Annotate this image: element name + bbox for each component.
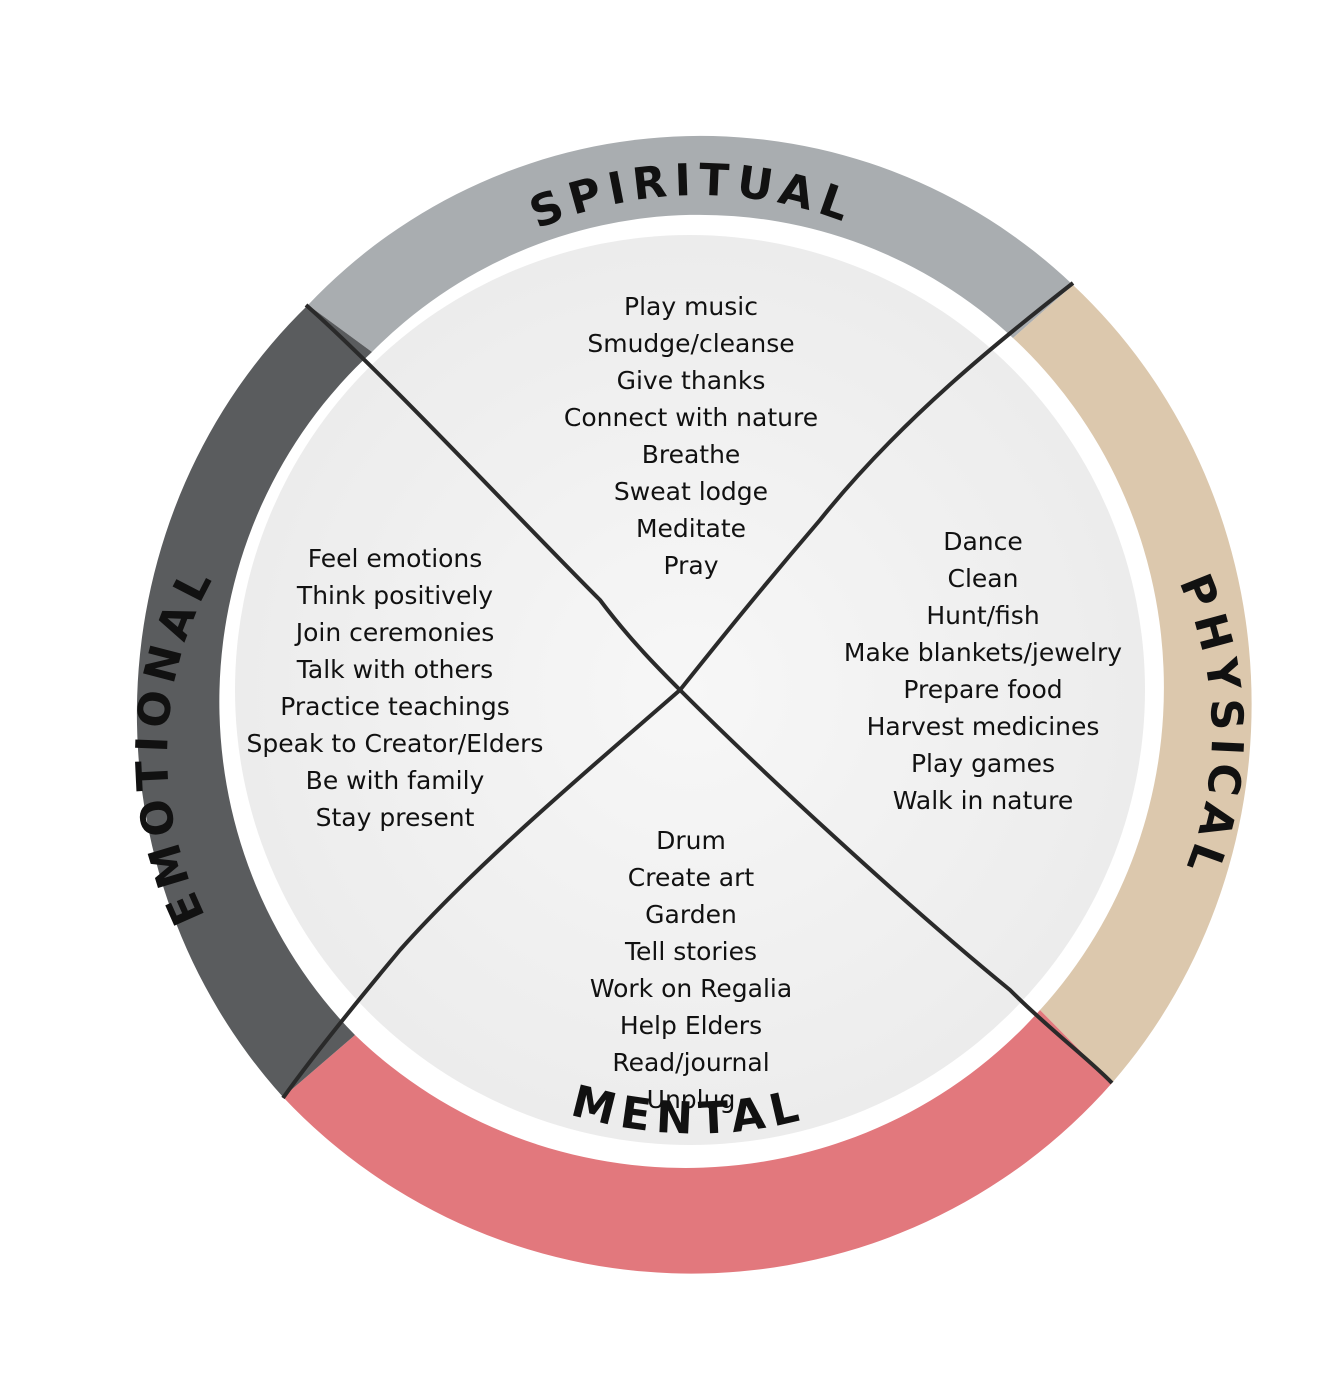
spiritual-activity: Pray xyxy=(663,551,719,580)
emotional-activity: Stay present xyxy=(315,803,475,832)
physical-activity: Clean xyxy=(947,564,1019,593)
emotional-activity: Join ceremonies xyxy=(295,618,495,647)
mental-activity: Read/journal xyxy=(612,1048,770,1077)
spiritual-activity: Smudge/cleanse xyxy=(587,329,795,358)
emotional-activity-list: Feel emotions Think positively Join cere… xyxy=(247,540,544,836)
emotional-activity: Practice teachings xyxy=(280,692,510,721)
emotional-ring-segment xyxy=(136,305,372,1097)
inner-circle xyxy=(235,235,1145,1145)
mental-activity: Drum xyxy=(656,826,726,855)
spiritual-activity: Breathe xyxy=(641,440,741,469)
physical-activity: Walk in nature xyxy=(892,786,1074,815)
mental-activity: Unplug xyxy=(646,1085,736,1114)
mental-activity: Create art xyxy=(627,863,755,892)
spiritual-activity: Sweat lodge xyxy=(613,477,769,506)
physical-ring-segment xyxy=(1013,285,1252,1083)
physical-activity: Dance xyxy=(943,527,1023,556)
mental-activity: Work on Regalia xyxy=(589,974,793,1003)
mental-activity: Tell stories xyxy=(625,937,757,966)
emotional-activity: Talk with others xyxy=(296,655,494,684)
emotional-activity: Think positively xyxy=(296,581,494,610)
physical-activity: Play games xyxy=(910,749,1056,778)
divider-line xyxy=(281,281,1075,1100)
emotional-activity: Speak to Creator/Elders xyxy=(246,729,544,758)
physical-activity: Hunt/fish xyxy=(926,601,1040,630)
emotional-activity: Feel emotions xyxy=(307,544,483,573)
physical-activity: Make blankets/jewelry xyxy=(843,638,1123,667)
mental-activity: Help Elders xyxy=(619,1011,763,1040)
spiritual-activity-list: Play music Smudge/cleanse Give thanks Co… xyxy=(564,288,818,584)
spiritual-activity: Connect with nature xyxy=(563,403,819,432)
spiritual-activity: Meditate xyxy=(635,514,747,543)
spiritual-activity: Give thanks xyxy=(616,366,766,395)
mental-activity: Garden xyxy=(645,900,737,929)
mental-activity-list: Drum Create art Garden Tell stories Work… xyxy=(590,822,792,1118)
physical-activity-list: Dance Clean Hunt/fish Make blankets/jewe… xyxy=(844,523,1122,819)
physical-activity: Prepare food xyxy=(903,675,1063,704)
mental-ring-segment xyxy=(283,1010,1112,1274)
spiritual-activity: Play music xyxy=(623,292,758,321)
physical-activity: Harvest medicines xyxy=(866,712,1100,741)
spiritual-ring-segment xyxy=(308,135,1073,352)
emotional-activity: Be with family xyxy=(305,766,485,795)
